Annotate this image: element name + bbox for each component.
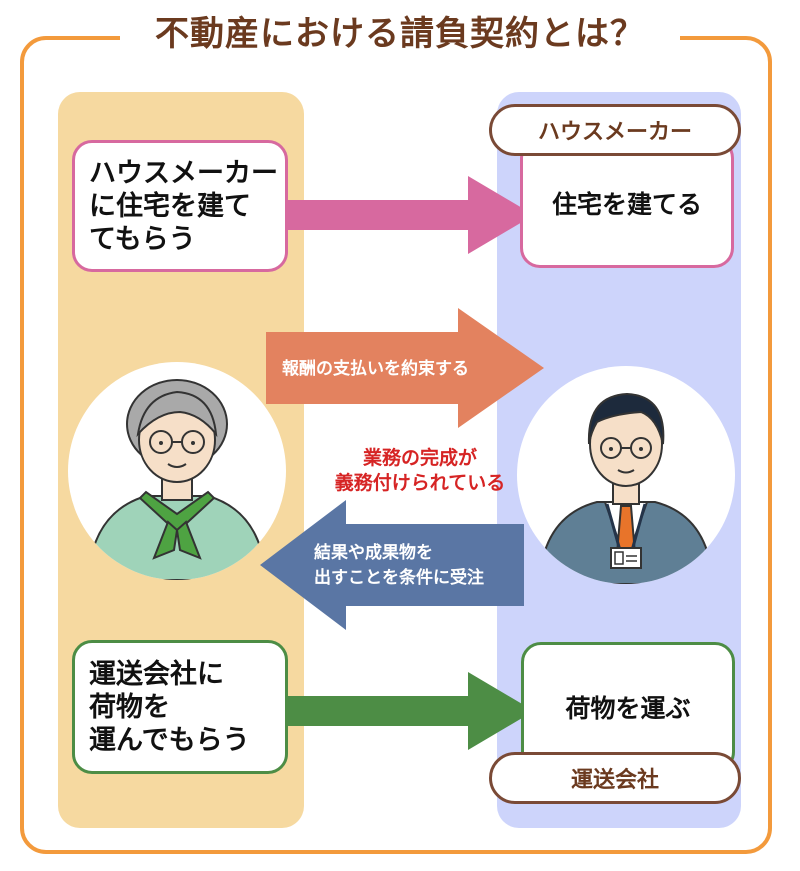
obligation-text: 業務の完成が 義務付けられている [305,446,535,496]
client-request-house-box: ハウスメーカー に住宅を建て てもらう [72,140,288,272]
build-house-text: 住宅を建てる [551,190,702,219]
payment-arrow-label: 報酬の支払いを約束する [282,359,469,379]
carry-baggage-text: 荷物を運ぶ [565,694,691,723]
client-request-house-line-1: ハウスメーカー [89,157,278,189]
client-request-house-line-2: に住宅を建て [89,190,251,222]
carry-baggage-box: 荷物を運ぶ [521,642,735,772]
order-arrow [260,500,524,630]
housemaker-label: ハウスメーカー [489,104,741,156]
order-arrow-label-line-1: 結果や成果物を [314,543,433,563]
obligation-line-1: 業務の完成が [362,447,477,469]
contractor-businessman-icon [517,366,735,584]
order-arrow-label-line-2: 出すことを条件に受注 [314,568,484,588]
client-request-transport-line-3: 運んでもらう [89,724,250,756]
client-request-house-line-3: てもらう [89,223,196,255]
build-house-box: 住宅を建てる [520,138,734,268]
page-title: 不動産における請負契約とは？ [120,4,680,64]
obligation-line-2: 義務付けられている [334,472,506,494]
client-elderly-woman-icon [68,362,286,580]
client-request-transport-box: 運送会社に 荷物を 運んでもらう [72,640,288,774]
payment-arrow [266,308,544,428]
build-house-arrow [270,176,534,254]
client-request-transport-line-1: 運送会社に [89,658,224,690]
carry-baggage-arrow [270,672,534,750]
transport-company-label: 運送会社 [489,752,741,804]
order-arrow-label: 結果や成果物を 出すことを条件に受注 [314,541,484,591]
client-request-transport-line-2: 荷物を [89,691,170,723]
